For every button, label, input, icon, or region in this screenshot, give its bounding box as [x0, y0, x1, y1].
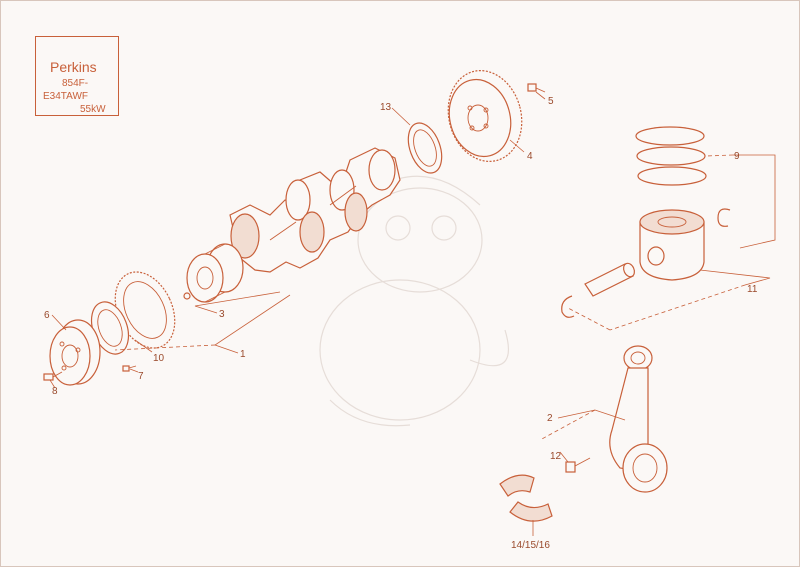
callout-2: 2 [547, 413, 553, 424]
callout-11: 11 [747, 284, 758, 295]
callout-10: 10 [153, 353, 165, 364]
small-bolt [122, 365, 137, 372]
piston-rings [635, 126, 707, 186]
piston [639, 209, 705, 281]
callout-5: 5 [548, 96, 554, 107]
watermark-mascot [319, 175, 509, 427]
flywheel-bolt [527, 83, 546, 93]
engine-model-line2: E34TAWF [43, 91, 89, 102]
flywheel [447, 70, 523, 162]
callout-12: 12 [550, 451, 562, 462]
callout-labels: 1 2 3 4 5 6 7 8 9 10 11 12 13 14/15/16 [44, 96, 758, 551]
leader-lines [49, 91, 776, 536]
callout-1: 1 [240, 349, 246, 360]
circlip-right [717, 208, 731, 227]
callout-8: 8 [52, 386, 58, 397]
callout-4: 4 [527, 151, 533, 162]
bearing-shells [499, 474, 553, 522]
engine-model-line1: 854F- [62, 78, 89, 89]
connecting-rod [609, 345, 668, 493]
engine-power: 55kW [80, 104, 106, 115]
callout-6: 6 [44, 310, 50, 321]
rear-oil-seal [407, 122, 443, 174]
dowel-pin [183, 292, 191, 300]
circlip-left [561, 295, 575, 318]
callout-9: 9 [734, 151, 740, 162]
engine-info-box: Perkins 854F- E34TAWF 55kW [35, 36, 119, 116]
brand-name: Perkins [50, 59, 97, 75]
piston-pin [584, 262, 636, 297]
connecting-rod-bolt [565, 457, 591, 473]
callout-7: 7 [138, 371, 144, 382]
crankshaft [229, 147, 401, 273]
callout-3: 3 [219, 309, 225, 320]
callout-14-15-16: 14/15/16 [511, 540, 550, 551]
pulley-bolt [43, 371, 63, 381]
crankshaft-gear [186, 243, 244, 303]
crankshaft-pulley [49, 319, 101, 386]
callout-13: 13 [380, 102, 392, 113]
